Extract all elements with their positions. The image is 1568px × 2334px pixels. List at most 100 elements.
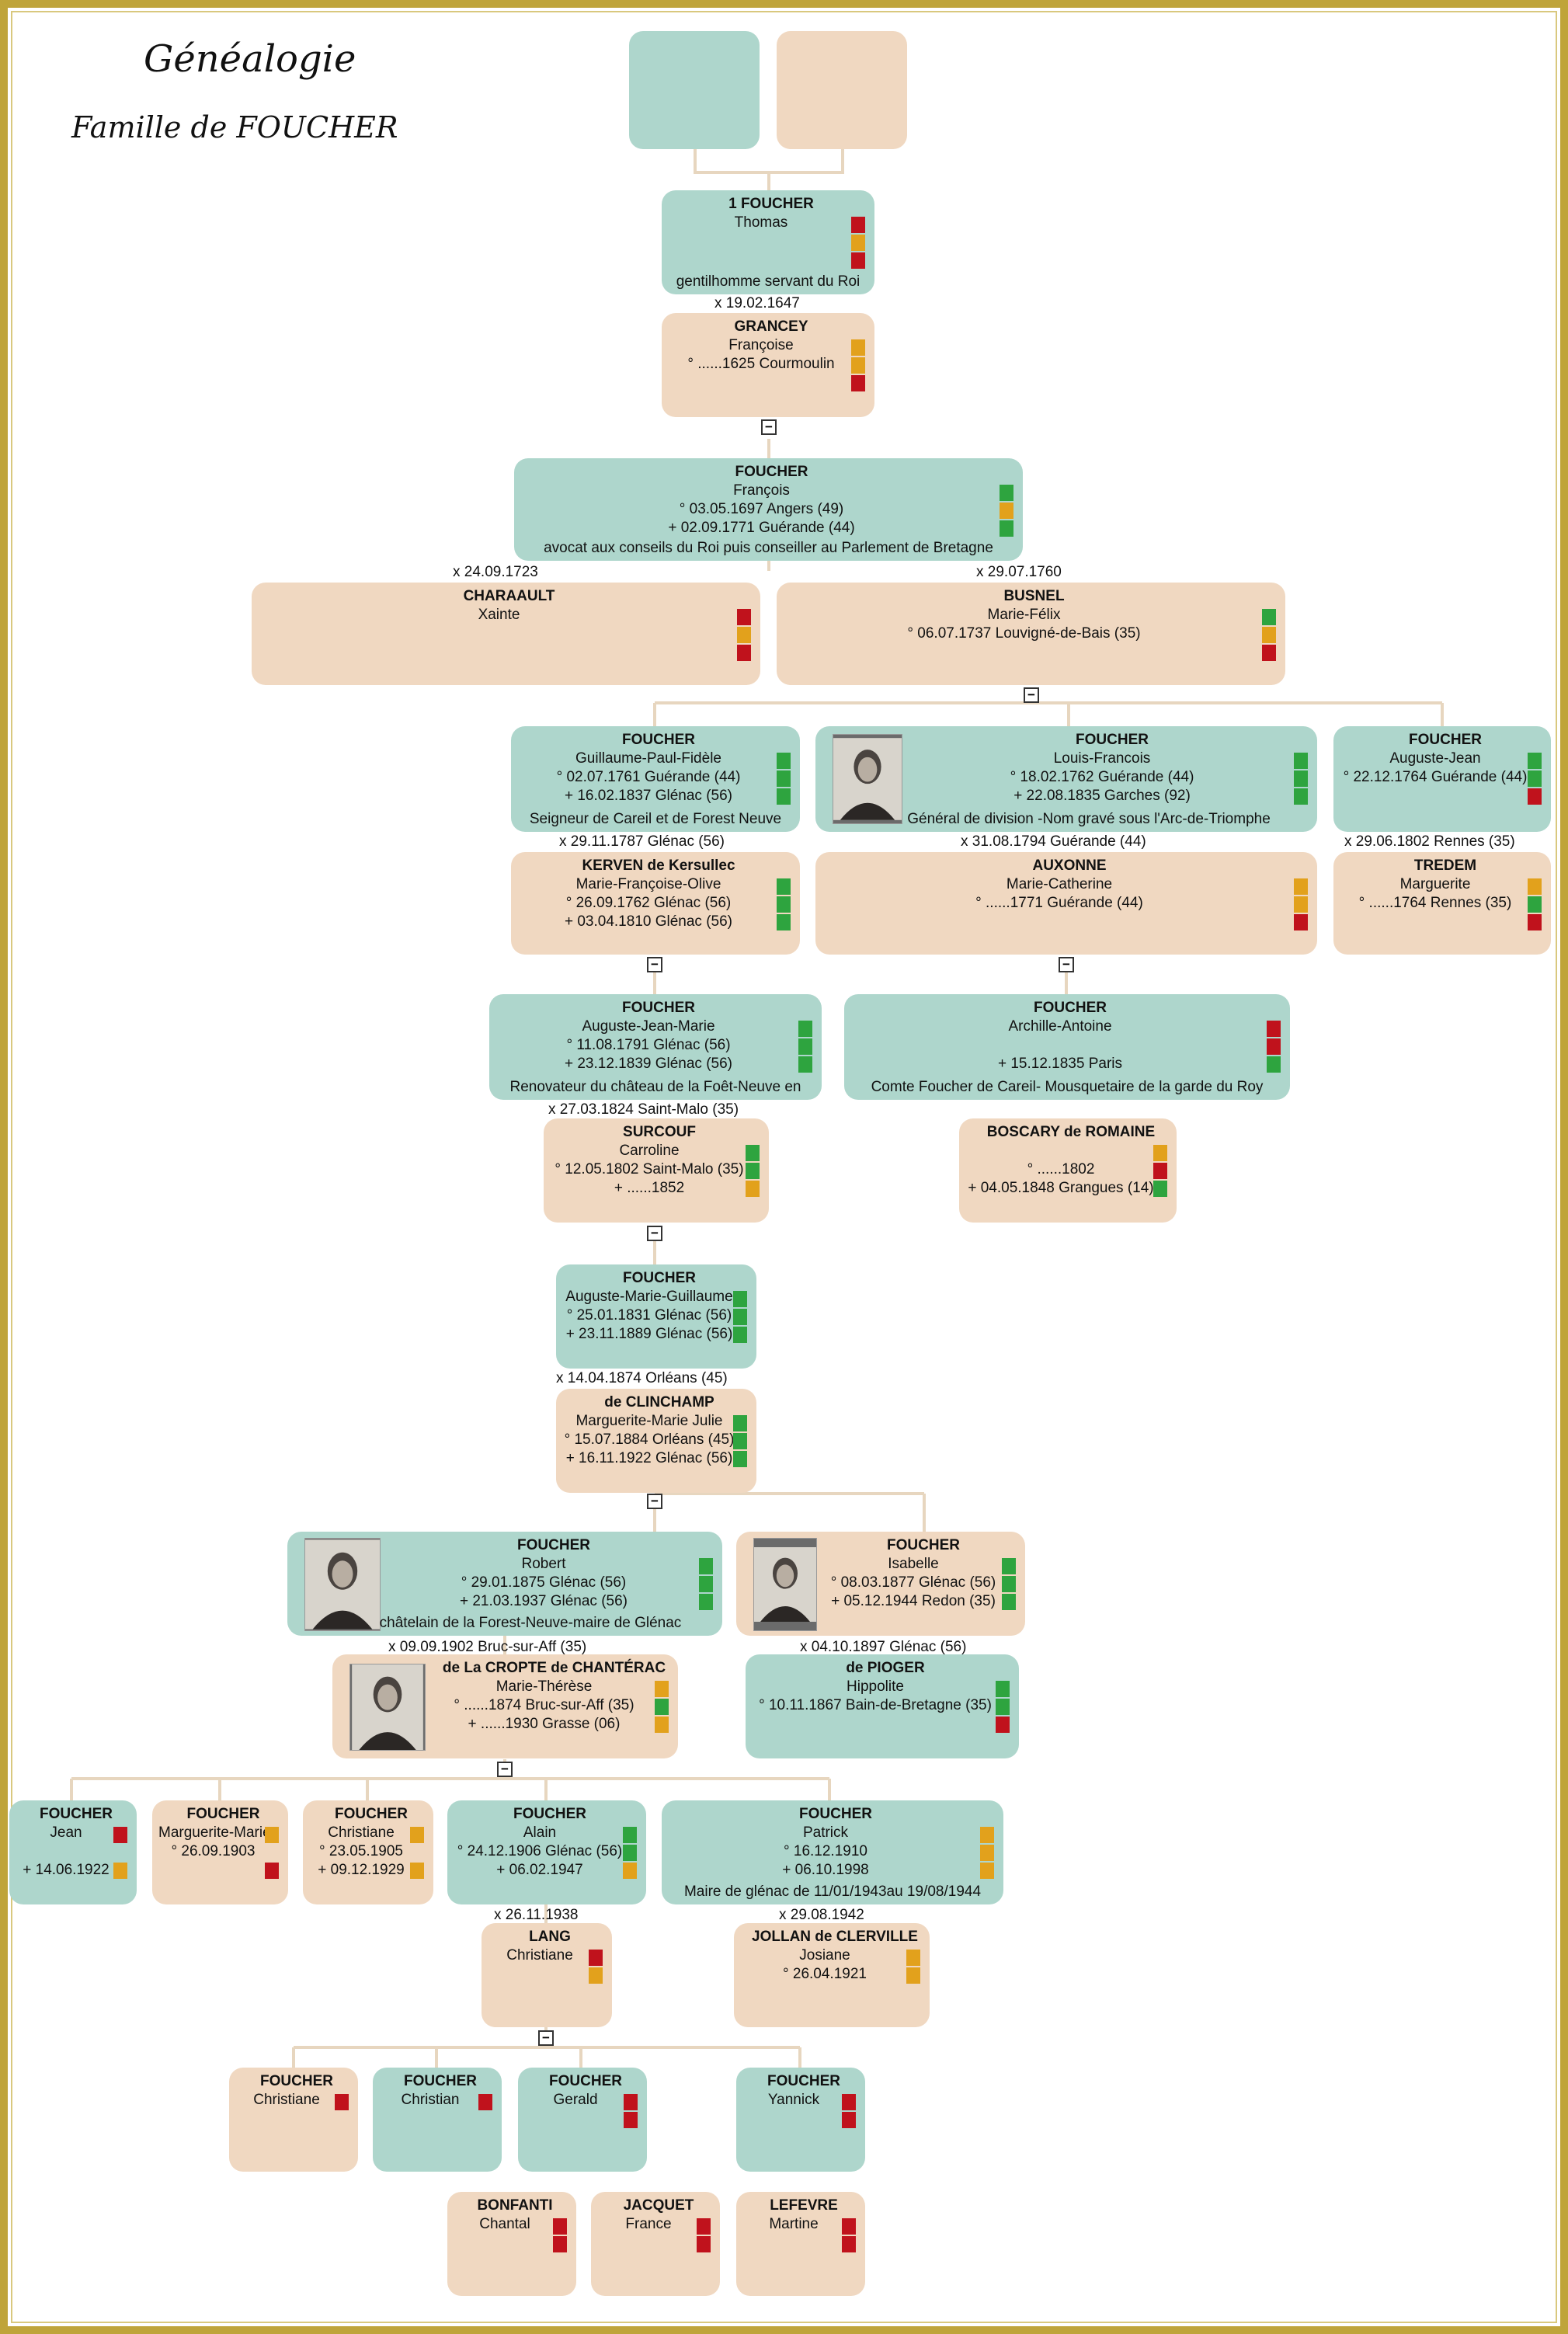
person-detail: ° 12.05.1802 Saint-Malo (35) xyxy=(555,1161,744,1177)
status-markers xyxy=(1153,1145,1167,1197)
status-marker-orange xyxy=(851,339,865,356)
person-detail: ° 29.01.1875 Glénac (56) xyxy=(461,1574,627,1591)
person-detail: François xyxy=(733,482,790,499)
status-markers xyxy=(553,2218,567,2252)
status-marker-green xyxy=(1000,520,1013,537)
status-markers xyxy=(589,1950,603,1984)
marriage-date: x 19.02.1647 xyxy=(714,295,800,311)
portrait-photo xyxy=(833,734,902,824)
status-marker-green xyxy=(1528,753,1542,769)
collapse-toggle[interactable]: − xyxy=(1024,687,1039,703)
status-markers xyxy=(746,1145,760,1197)
person-surname: JACQUET xyxy=(623,2197,694,2214)
status-markers xyxy=(1262,609,1276,661)
status-markers xyxy=(1528,878,1542,930)
status-marker-orange xyxy=(737,627,751,643)
status-marker-orange xyxy=(1294,878,1308,895)
status-marker-green xyxy=(1294,753,1308,769)
status-marker-green xyxy=(733,1291,747,1307)
marriage-date: x 29.08.1942 xyxy=(779,1907,864,1923)
person-detail: ° 26.09.1903 xyxy=(171,1843,256,1859)
person-detail: ° ......1764 Rennes (35) xyxy=(1358,895,1512,911)
person-surname: FOUCHER xyxy=(887,1537,960,1553)
collapse-toggle[interactable]: − xyxy=(538,2030,554,2046)
person-detail: Christiane xyxy=(506,1947,573,1964)
status-markers xyxy=(777,753,791,805)
person-detail: ° 22.12.1764 Guérande (44) xyxy=(1343,769,1528,785)
collapse-toggle[interactable]: − xyxy=(497,1762,513,1777)
collapse-toggle[interactable]: − xyxy=(647,957,662,972)
person-surname: FOUCHER xyxy=(767,2073,840,2089)
person-detail: Archille-Antoine xyxy=(1008,1018,1112,1035)
status-markers xyxy=(697,2218,711,2252)
status-marker-red xyxy=(851,217,865,233)
collapse-toggle[interactable]: − xyxy=(647,1494,662,1509)
marriage-date: x 09.09.1902 Bruc-sur-Aff (35) xyxy=(388,1639,587,1655)
page-subtitle: Famille de FOUCHER xyxy=(71,110,398,144)
person-detail: Chantal xyxy=(479,2216,530,2232)
collapse-toggle[interactable]: − xyxy=(1059,957,1074,972)
unknown-mother-card[interactable] xyxy=(777,31,907,149)
status-marker-orange xyxy=(113,1863,127,1879)
person-card-boscary[interactable]: BOSCARY de ROMAINE° ......1802+ 04.05.18… xyxy=(959,1118,1177,1223)
status-marker-empty xyxy=(265,1845,279,1861)
marriage-date: x 26.11.1938 xyxy=(494,1907,579,1923)
person-surname: FOUCHER xyxy=(1409,732,1482,748)
collapse-toggle[interactable]: − xyxy=(647,1226,662,1241)
person-detail: + 14.06.1922 xyxy=(23,1862,110,1878)
inner-frame xyxy=(11,11,1557,2323)
person-note: Général de division -Nom gravé sous l'Ar… xyxy=(907,811,1271,827)
person-note: Renovateur du château de la Foêt-Neuve e… xyxy=(509,1079,801,1095)
person-surname: AUXONNE xyxy=(1032,857,1107,874)
status-marker-green xyxy=(798,1038,812,1055)
person-detail: Christiane xyxy=(253,2092,320,2108)
unknown-father-card[interactable] xyxy=(629,31,760,149)
marriage-date: x 27.03.1824 Saint-Malo (35) xyxy=(548,1101,739,1118)
status-marker-green xyxy=(777,896,791,913)
person-detail: Christiane xyxy=(328,1824,395,1841)
person-detail: ° 23.05.1905 xyxy=(319,1843,403,1859)
person-surname: 1 FOUCHER xyxy=(728,196,814,212)
status-markers xyxy=(410,1827,424,1879)
person-surname: FOUCHER xyxy=(404,2073,477,2089)
collapse-toggle[interactable]: − xyxy=(761,419,777,435)
status-marker-green xyxy=(1262,609,1276,625)
person-surname: FOUCHER xyxy=(1076,732,1149,748)
